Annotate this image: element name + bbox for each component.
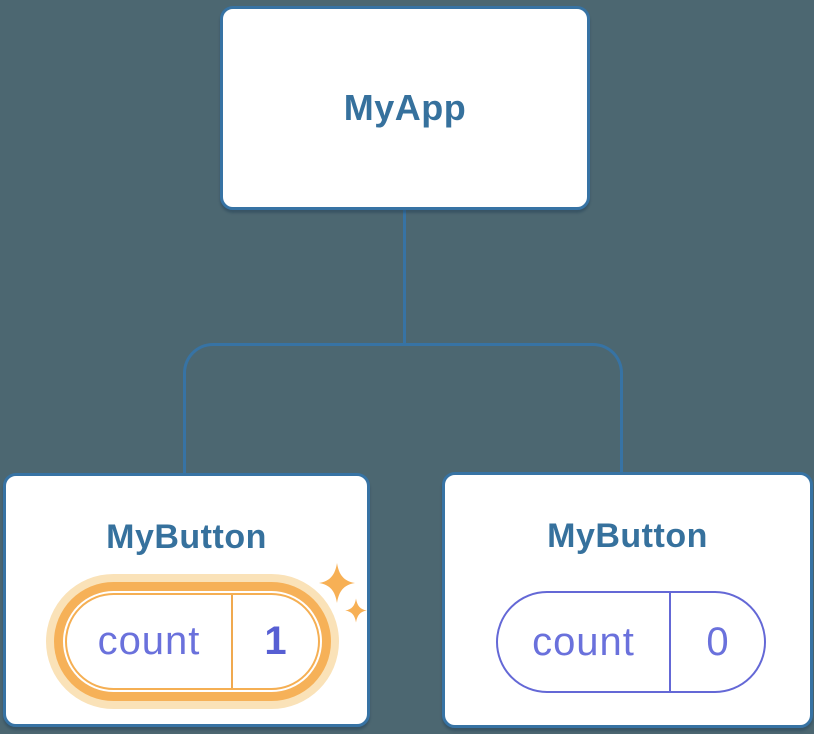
component-card-mybutton-right: MyButton count 0 bbox=[442, 472, 813, 728]
state-name-label: count bbox=[532, 619, 635, 664]
sparkle-icon bbox=[319, 563, 355, 603]
component-card-mybutton-left: MyButton count 1 bbox=[3, 473, 370, 727]
state-pill-count-0[interactable]: count 0 bbox=[496, 591, 766, 693]
state-pill-divider bbox=[669, 593, 671, 691]
component-label-mybutton-right: MyButton bbox=[547, 517, 708, 555]
state-pill-divider bbox=[231, 595, 233, 688]
sparkle-icon bbox=[345, 598, 367, 623]
connector-root-stem bbox=[403, 209, 406, 345]
state-value: 1 bbox=[264, 619, 287, 663]
component-label-mybutton-left: MyButton bbox=[106, 518, 267, 556]
state-pill-count-1[interactable]: count 1 bbox=[65, 593, 320, 690]
connector-branch-bracket bbox=[183, 343, 623, 474]
state-value: 0 bbox=[706, 619, 729, 664]
state-name-label: count bbox=[97, 619, 201, 663]
component-label-myapp: MyApp bbox=[343, 87, 467, 128]
component-card-myapp: MyApp bbox=[220, 6, 590, 210]
